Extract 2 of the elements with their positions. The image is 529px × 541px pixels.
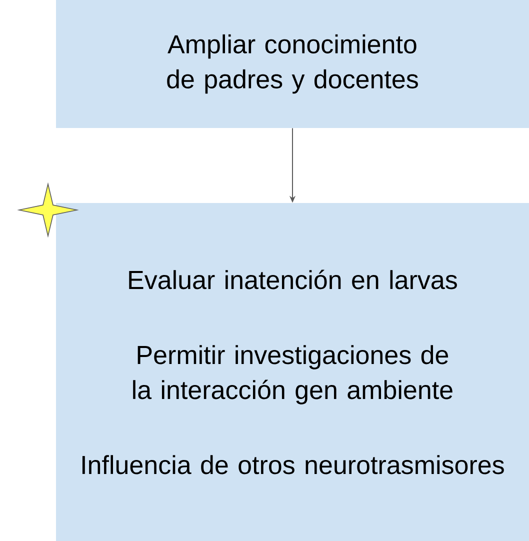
text-box: Evaluar inatención en larvas Permitir investigaciones de la interacción gen ambiente Influencia de otros neurotrasmisores	[56, 203, 529, 541]
text-box: Ampliar conocimiento de padres y docentes	[56, 0, 529, 128]
